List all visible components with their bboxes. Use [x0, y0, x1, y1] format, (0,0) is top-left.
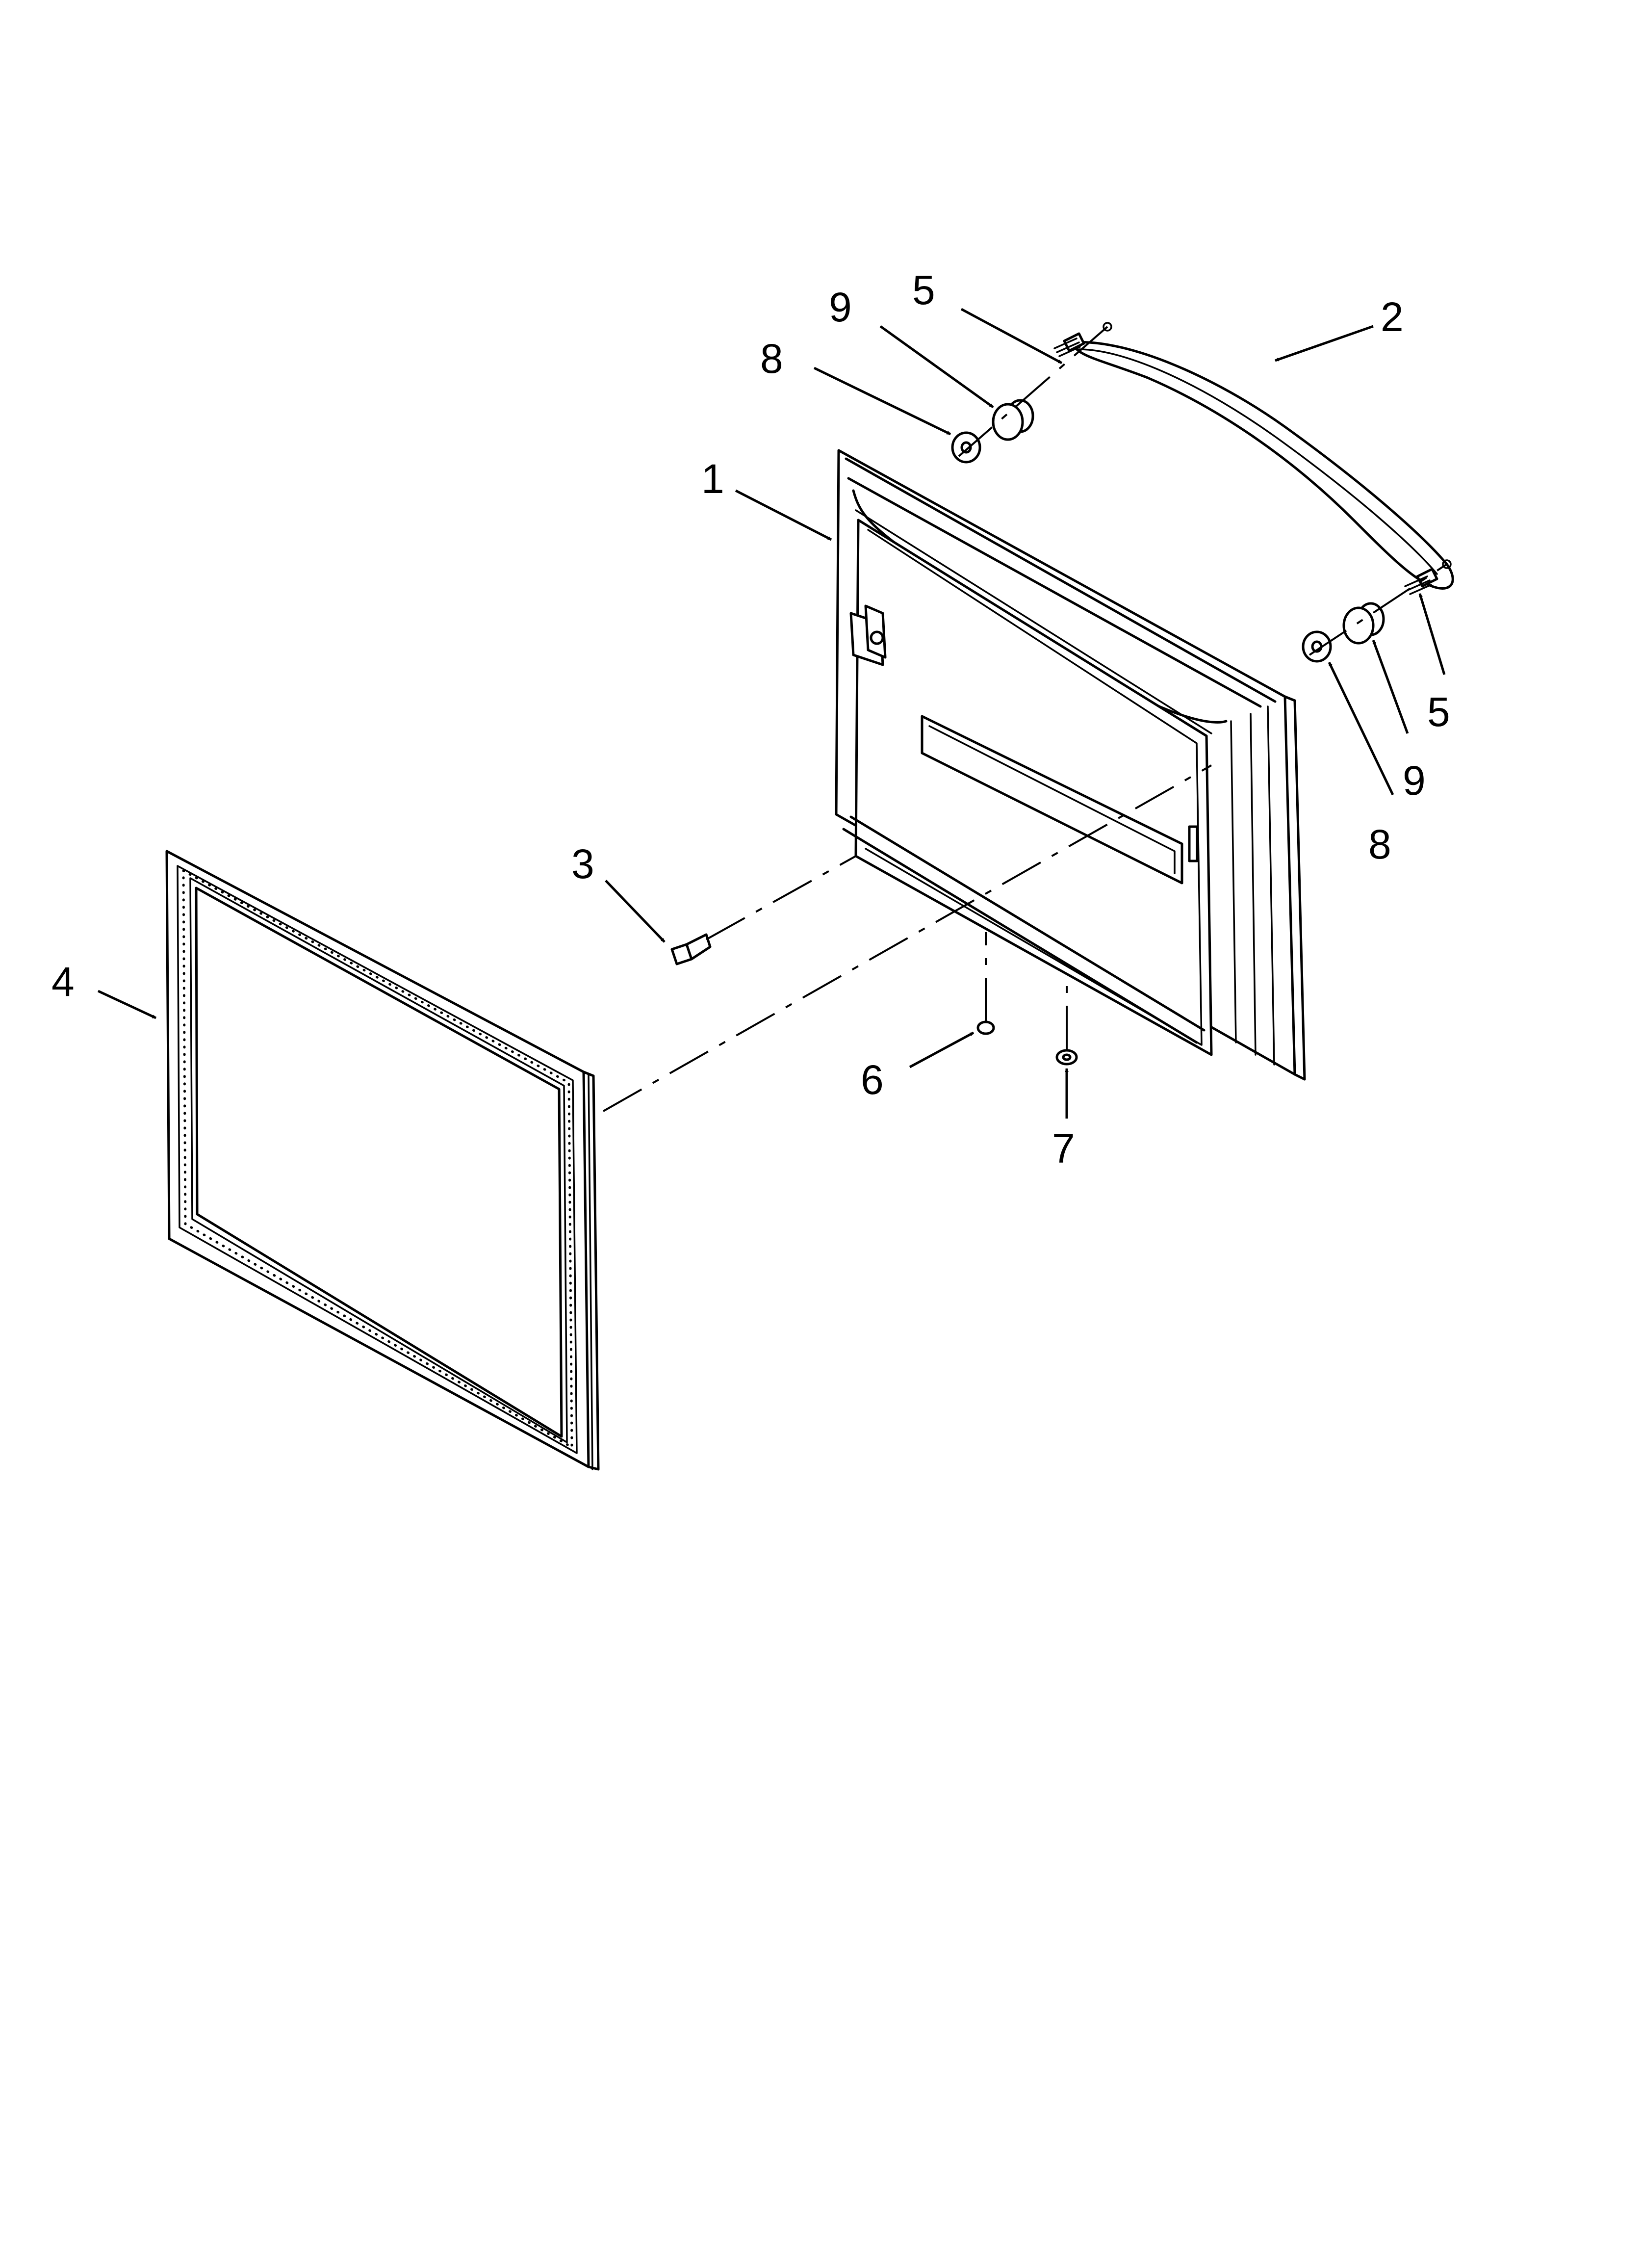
- bottom-fasteners: [603, 764, 1212, 1112]
- callout-label-6: 6: [861, 1057, 884, 1103]
- callout-label-5-lower: 5: [1427, 689, 1450, 735]
- callout-label-8-lower: 8: [1368, 821, 1391, 867]
- upper-fastener-set: [951, 326, 1108, 464]
- handle-illustration: [1072, 322, 1454, 590]
- callout-label-1: 1: [701, 456, 724, 502]
- callout-label-4: 4: [51, 959, 75, 1005]
- door-illustration: [835, 449, 1306, 1081]
- callout-label-3: 3: [571, 841, 594, 887]
- callout-label-9-lower: 9: [1403, 757, 1426, 804]
- callout-label-8-upper: 8: [760, 336, 783, 382]
- callout-label-7: 7: [1052, 1125, 1075, 1172]
- lower-fastener-set: [1302, 563, 1448, 663]
- callout-label-2: 2: [1381, 294, 1404, 340]
- callout-labels: 1 2 3 4 5 5 6 7 8 8 9 9: [51, 267, 1450, 1172]
- callout-label-9-upper: 9: [829, 284, 852, 330]
- gasket-illustration: [165, 850, 600, 1471]
- callout-leaders: [97, 308, 1446, 1119]
- callout-label-5-upper: 5: [912, 267, 935, 313]
